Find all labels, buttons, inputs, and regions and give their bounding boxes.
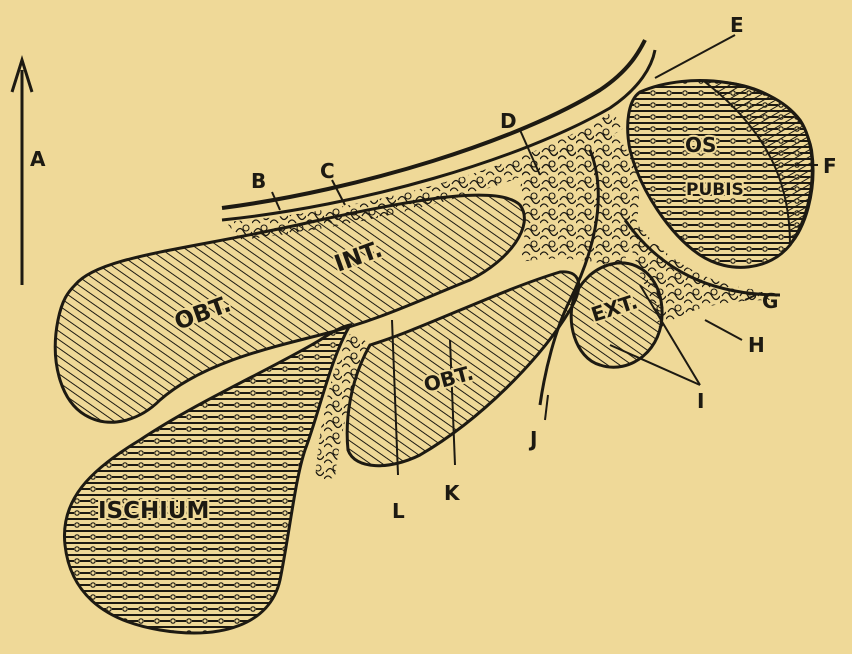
- label-f: F: [823, 154, 837, 178]
- label-pubis: PUBIS: [686, 180, 744, 200]
- label-g: G: [762, 289, 778, 313]
- label-i: I: [697, 389, 704, 413]
- label-e: E: [730, 13, 744, 37]
- label-ischium: ISCHIUM: [98, 498, 209, 524]
- label-a: A: [30, 147, 46, 171]
- label-os: OS: [685, 133, 716, 157]
- label-b: B: [251, 169, 266, 193]
- label-c: C: [320, 159, 335, 183]
- label-d: D: [500, 109, 517, 133]
- label-h: H: [748, 333, 765, 357]
- label-j: J: [528, 427, 537, 451]
- direction-arrow: [12, 60, 32, 285]
- label-l: L: [392, 499, 405, 523]
- label-k: K: [444, 481, 461, 505]
